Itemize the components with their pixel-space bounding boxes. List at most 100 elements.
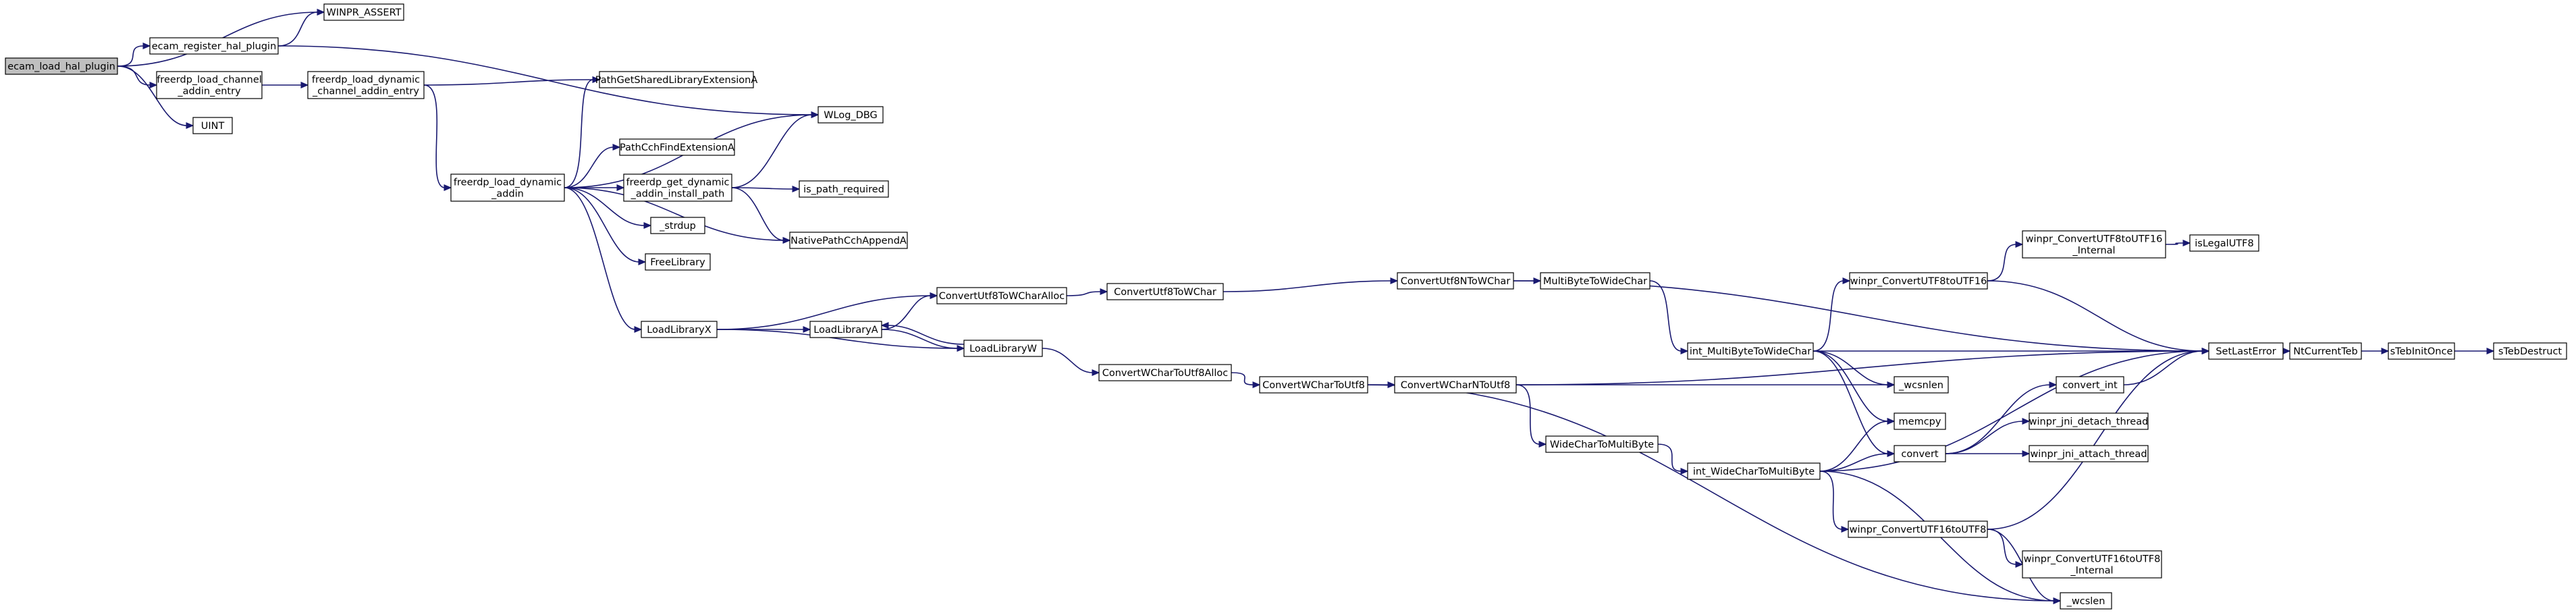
- node-box: [2289, 342, 2362, 360]
- edge-n27-to-n37-arrowhead: [1887, 450, 1896, 457]
- graph-node-pathgetsharedlibraryextensiona[interactable]: PathGetSharedLibraryExtensionA: [595, 71, 758, 88]
- graph-node-strdup[interactable]: _strdup: [650, 217, 705, 234]
- node-label: _addin: [491, 189, 524, 200]
- graph-node-convertwcharntoutf8[interactable]: ConvertWCharNToUtf8: [1394, 376, 1517, 394]
- edge-n21-to-n26-arrowhead: [1680, 348, 1689, 354]
- graph-node-freerdp-load-dynamic-channel-addin-entry[interactable]: freerdp_load_dynamic_channel_addin_entry: [307, 71, 425, 99]
- node-label: _strdup: [659, 221, 696, 232]
- edge-n5-to-n6: [423, 79, 594, 86]
- graph-node-widechartomultibyte[interactable]: WideCharToMultiByte: [1545, 435, 1659, 453]
- node-label: isLegalUTF8: [2195, 238, 2253, 249]
- node-label: ConvertWCharNToUtf8: [1401, 380, 1511, 391]
- node-box: [323, 3, 404, 21]
- edge-n41-to-n42-arrowhead: [2015, 561, 2024, 568]
- node-box: [1545, 435, 1659, 453]
- edge-n17-to-n22-arrowhead: [1092, 369, 1100, 376]
- edge-n8-to-n15-arrowhead: [634, 326, 643, 333]
- node-box: [2208, 342, 2284, 360]
- graph-node-int-multibytetowidechar[interactable]: int_MultiByteToWideChar: [1687, 342, 1814, 360]
- graph-node-convertutf8towcharalloc[interactable]: ConvertUtf8ToWCharAlloc: [936, 287, 1067, 304]
- graph-node-uint[interactable]: UINT: [192, 117, 233, 134]
- node-label: SetLastError: [2216, 346, 2276, 357]
- graph-node-convert-int[interactable]: convert_int: [2056, 376, 2124, 394]
- graph-node-islegalutf8[interactable]: isLegalUTF8: [2189, 234, 2259, 252]
- graph-node-wlog-dbg[interactable]: WLog_DBG: [817, 106, 884, 124]
- graph-node-loadlibraryw[interactable]: LoadLibraryW: [963, 340, 1043, 357]
- node-label: _channel_addin_entry: [312, 86, 419, 97]
- graph-node-loadlibrarya[interactable]: LoadLibraryA: [809, 321, 882, 338]
- graph-node-setlasterror[interactable]: SetLastError: [2208, 342, 2284, 360]
- graph-node-convertutf8towchar[interactable]: ConvertUtf8ToWChar: [1106, 283, 1224, 300]
- graph-node-memcpy[interactable]: memcpy: [1894, 412, 1946, 430]
- graph-node-int-widechartomultibyte[interactable]: int_WideCharToMultiByte: [1687, 462, 1821, 480]
- graph-node-pathcchfindextensiona[interactable]: PathCchFindExtensionA: [619, 138, 735, 156]
- graph-node-stebdestruct[interactable]: sTebDestruct: [2493, 342, 2567, 360]
- edge-n37-to-n40-arrowhead: [2022, 450, 2031, 457]
- graph-node-convertwchartoutf8[interactable]: ConvertWCharToUtf8: [1259, 376, 1368, 394]
- edge-n27-to-n31: [1819, 350, 2203, 472]
- call-graph-nodes: ecam_load_hal_plugin WINPR_ASSERT ecam_reg…: [5, 3, 2567, 610]
- node-label: ConvertUtf8NToWChar: [1401, 276, 1511, 287]
- node-box: [149, 37, 279, 55]
- graph-node-freerdp-load-channel-addin-entry[interactable]: freerdp_load_channel_addin_entry: [156, 71, 263, 99]
- node-box: [2029, 445, 2149, 462]
- graph-node-freerdp-get-dynamic-addin-install-path[interactable]: freerdp_get_dynamic_addin_install_path: [623, 173, 732, 202]
- graph-node-winpr-convertutf16toutf8[interactable]: winpr_ConvertUTF16toUTF8: [1848, 520, 1988, 538]
- node-label: _wcslen: [2066, 596, 2105, 607]
- edge-n8-to-n14: [564, 187, 640, 263]
- graph-node-winpr-assert[interactable]: WINPR_ASSERT: [323, 3, 404, 21]
- edge-n15-to-n17: [716, 329, 959, 349]
- graph-node-freerdp-load-dynamic-addin[interactable]: freerdp_load_dynamic_addin: [450, 173, 565, 202]
- node-box: [192, 117, 233, 134]
- edge-n8-to-n13-arrowhead: [643, 222, 652, 229]
- graph-node-convert[interactable]: convert: [1894, 445, 1946, 462]
- edge-n38-to-n31: [2123, 350, 2203, 385]
- node-box: [809, 321, 882, 338]
- edge-n17-to-n16: [887, 325, 965, 345]
- edge-n25-to-n27: [1657, 444, 1682, 472]
- edge-n0-to-n2: [117, 45, 144, 67]
- graph-node-is-path-required[interactable]: is_path_required: [799, 180, 889, 198]
- node-label: _Internal: [2070, 566, 2113, 577]
- graph-node-winpr-convertutf8toutf16[interactable]: winpr_ConvertUTF8toUTF16: [1849, 272, 1988, 290]
- node-label: MultiByteToWideChar: [1543, 276, 1647, 287]
- edge-n23-to-n43: [1367, 384, 2055, 601]
- edge-n10-to-n12-arrowhead: [782, 237, 791, 244]
- edge-n26-to-n28: [1813, 280, 1844, 352]
- edge-n18-to-n19-arrowhead: [1100, 288, 1108, 295]
- graph-node-winpr-convertutf16toutf8-internal[interactable]: winpr_ConvertUTF16toUTF8_Internal: [2022, 550, 2162, 579]
- edge-n27-to-n36-arrowhead: [1887, 418, 1896, 425]
- node-box: [1894, 412, 1946, 430]
- graph-node-winpr-jni-attach-thread[interactable]: winpr_jni_attach_thread: [2029, 445, 2149, 462]
- graph-node-winpr-convertutf8toutf16-internal[interactable]: winpr_ConvertUTF8toUTF16_Internal: [2022, 230, 2166, 259]
- node-label: ConvertUtf8ToWCharAlloc: [939, 291, 1065, 302]
- edge-n5-to-n8: [423, 84, 446, 188]
- edge-n28-to-n29: [1987, 244, 2017, 282]
- edge-n28-to-n29-arrowhead: [2015, 241, 2024, 248]
- graph-node-ecam-register-hal-plugin[interactable]: ecam_register_hal_plugin: [149, 37, 279, 55]
- node-box: [1894, 445, 1946, 462]
- edge-n24-to-n25: [1515, 384, 1540, 445]
- graph-node-wcslen[interactable]: _wcslen: [2060, 592, 2112, 610]
- node-box: [1849, 272, 1988, 290]
- graph-node-winpr-jni-detach-thread[interactable]: winpr_jni_detach_thread: [2029, 412, 2149, 430]
- graph-node-loadlibraryx[interactable]: LoadLibraryX: [641, 321, 718, 338]
- graph-node-ntcurrentteb[interactable]: NtCurrentTeb: [2289, 342, 2362, 360]
- graph-node-nativepathcchappenda[interactable]: NativePathCchAppendA: [789, 232, 908, 249]
- node-box: [1894, 376, 1949, 394]
- node-label: int_WideCharToMultiByte: [1693, 466, 1815, 477]
- graph-node-stebinitonce[interactable]: sTebInitOnce: [2388, 342, 2455, 360]
- edge-n0-to-n2-arrowhead: [142, 43, 151, 49]
- graph-node-convertutf8ntowchar[interactable]: ConvertUtf8NToWChar: [1397, 272, 1514, 290]
- edge-n24-to-n31: [1515, 350, 2203, 385]
- graph-node-convertwchartoutf8alloc[interactable]: ConvertWCharToUtf8Alloc: [1098, 364, 1232, 381]
- graph-node-freelibrary[interactable]: FreeLibrary: [645, 253, 711, 271]
- edge-n26-to-n36: [1813, 350, 1889, 422]
- graph-node-multibytetowidechar[interactable]: MultiByteToWideChar: [1540, 272, 1651, 290]
- node-box: [1540, 272, 1651, 290]
- graph-node-ecam-load-hal-plugin[interactable]: ecam_load_hal_plugin: [5, 57, 118, 75]
- node-box: [2493, 342, 2567, 360]
- node-label: ConvertUtf8ToWChar: [1114, 287, 1216, 298]
- graph-node-wcsnlen[interactable]: _wcsnlen: [1894, 376, 1949, 394]
- node-box: [1106, 283, 1224, 300]
